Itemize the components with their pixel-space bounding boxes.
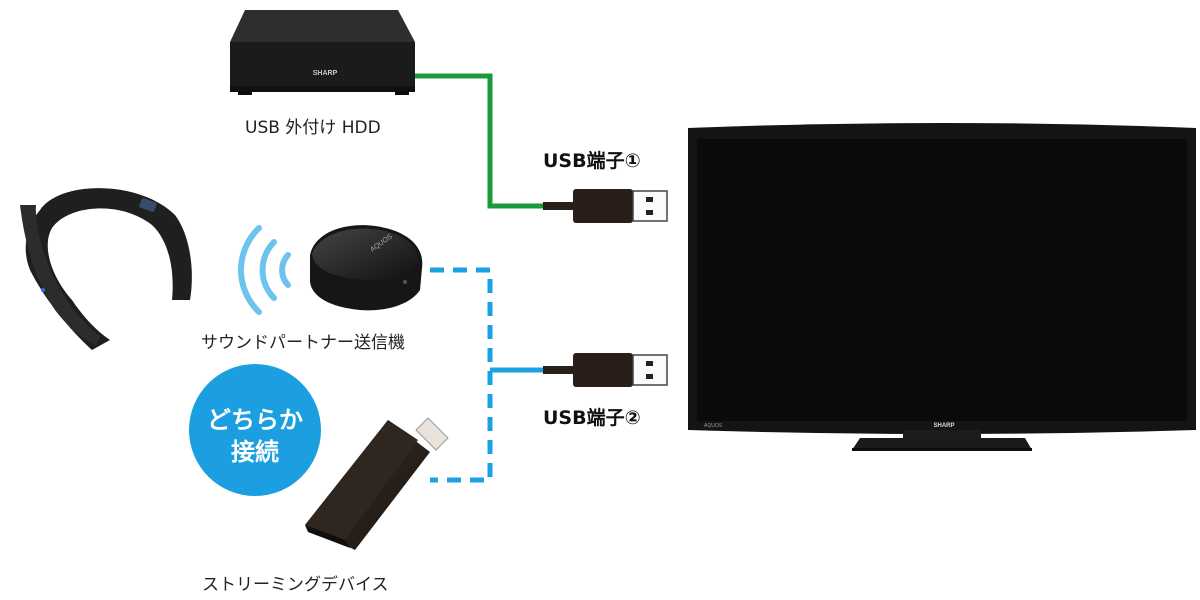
hdd-connection-line xyxy=(412,73,545,209)
tv-model-text: AQUOS xyxy=(704,423,723,429)
wireless-waves-icon xyxy=(238,225,291,315)
port1-label: USB端子① xyxy=(543,150,641,172)
usb-hdd-device xyxy=(230,10,415,95)
television xyxy=(688,123,1196,451)
either-connection-badge xyxy=(189,364,321,496)
hdd-brand-text: SHARP xyxy=(313,70,338,77)
streaming-device xyxy=(305,417,449,550)
port2-label: USB端子② xyxy=(543,407,641,429)
streaming-label: ストリーミングデバイス xyxy=(202,575,389,595)
transmitter-label: サウンドパートナー送信機 xyxy=(201,333,405,353)
hdd-label: USB 外付け HDD xyxy=(245,118,381,138)
usb-plug-1 xyxy=(543,189,668,223)
transmitter-connection-line xyxy=(430,267,493,483)
usb-plug-2 xyxy=(543,353,668,387)
tv-brand-text: SHARP xyxy=(933,423,954,429)
either-badge-line1: どちらか xyxy=(207,406,303,434)
sound-partner-transmitter xyxy=(310,225,423,311)
neck-speaker xyxy=(20,188,192,350)
either-badge-line2: 接続 xyxy=(231,438,279,466)
